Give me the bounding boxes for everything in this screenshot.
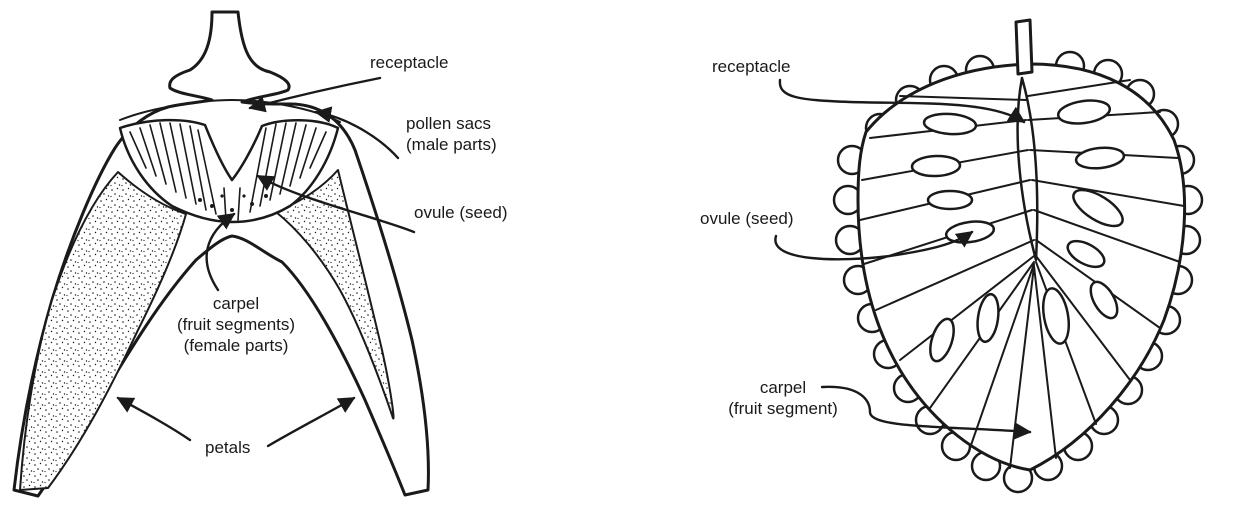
flower-section — [14, 12, 428, 496]
arrow-petals-left — [118, 398, 190, 440]
label-ovule-left: ovule (seed) — [414, 202, 508, 223]
label-ovule-right: ovule (seed) — [700, 208, 794, 229]
label-petals: petals — [205, 437, 250, 458]
label-carpel-right: carpel (fruit segment) — [718, 377, 848, 419]
left-petal — [20, 172, 186, 490]
arrow-petals-right — [268, 398, 354, 446]
stem — [1016, 20, 1032, 74]
label-carpel-left-line3: (female parts) — [164, 335, 308, 356]
label-carpel-left: carpel (fruit segments) (female parts) — [164, 293, 308, 356]
label-pollen-sacs-line2: (male parts) — [406, 134, 497, 155]
label-pollen-sacs-line1: pollen sacs — [406, 113, 497, 134]
label-carpel-right-line2: (fruit segment) — [718, 398, 848, 419]
label-carpel-left-line1: carpel — [164, 293, 308, 314]
label-receptacle-right: receptacle — [712, 56, 790, 77]
label-pollen-sacs: pollen sacs (male parts) — [406, 113, 497, 155]
label-receptacle-left: receptacle — [370, 52, 448, 73]
label-carpel-right-line1: carpel — [718, 377, 848, 398]
label-carpel-left-line2: (fruit segments) — [164, 314, 308, 335]
